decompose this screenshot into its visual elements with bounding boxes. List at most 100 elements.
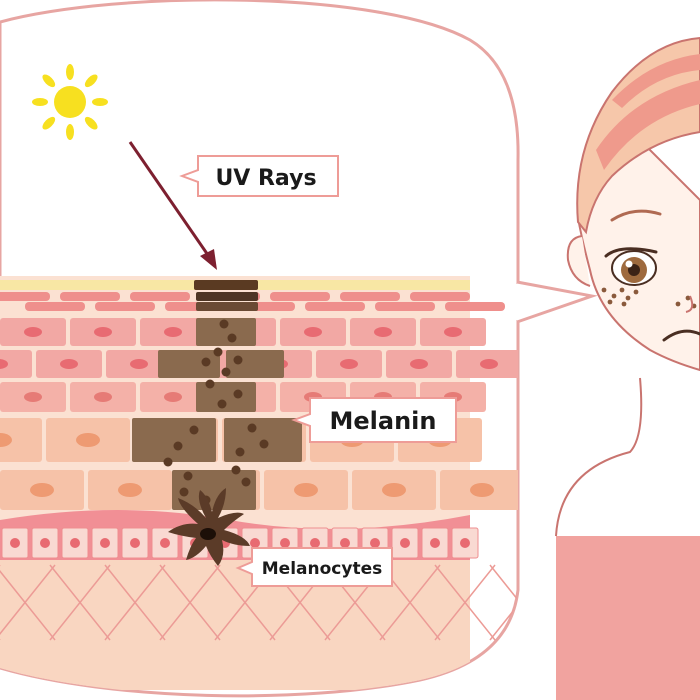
sun-ray	[32, 98, 48, 106]
cell-nucleus	[164, 392, 182, 402]
basal-nucleus	[340, 538, 350, 548]
cell-nucleus	[0, 359, 8, 369]
cell-nucleus	[470, 483, 494, 497]
freckle	[621, 301, 627, 307]
melanin-granule	[189, 425, 199, 435]
dermis-fiber	[489, 564, 519, 641]
cell-nucleus	[24, 392, 42, 402]
skin-cross-section	[0, 276, 519, 690]
melanin-granule	[173, 441, 183, 451]
corneum-cell	[445, 302, 505, 311]
cell-nucleus	[0, 433, 12, 447]
melanin-cell	[196, 292, 258, 301]
melanin-cell	[196, 318, 256, 346]
basal-nucleus	[400, 538, 410, 548]
corneum-cell	[375, 302, 435, 311]
freckle	[611, 293, 617, 299]
uv-rays-callout: UV Rays	[179, 155, 339, 197]
corneum-cell	[0, 292, 50, 301]
corneum-cell	[25, 302, 85, 311]
cell-nucleus	[24, 327, 42, 337]
cell-nucleus	[130, 359, 148, 369]
cell-nucleus	[480, 359, 498, 369]
melanin-granule	[233, 389, 243, 399]
melanin-granule	[213, 347, 223, 357]
sun-ray	[92, 98, 108, 106]
dermis-fiber	[434, 564, 496, 641]
basal-nucleus	[40, 538, 50, 548]
basal-nucleus	[70, 538, 80, 548]
basal-nucleus	[160, 538, 170, 548]
cell-nucleus	[94, 392, 112, 402]
cell-nucleus	[410, 359, 428, 369]
melanin-label: Melanin	[330, 407, 437, 435]
freckle	[675, 301, 681, 307]
corneum-cell	[410, 292, 470, 301]
melanin-granule	[163, 457, 173, 467]
uv-arrow-icon	[128, 141, 217, 270]
eyebrow	[610, 209, 662, 222]
melanin-cell	[172, 470, 256, 510]
basal-nucleus	[130, 538, 140, 548]
melanin-cell	[196, 302, 258, 311]
melanin-granule	[179, 487, 189, 497]
bubble-pointer	[516, 280, 598, 324]
melanin-cell	[194, 280, 258, 290]
basal-nucleus	[460, 538, 470, 548]
epidermis-cell	[0, 350, 32, 378]
corneum-cell	[95, 302, 155, 311]
basal-nucleus	[280, 538, 290, 548]
shirt	[556, 536, 700, 700]
melanin-granule	[233, 355, 243, 365]
dermis-fiber	[159, 564, 221, 641]
freckle	[633, 289, 639, 295]
eye-icon	[604, 247, 658, 286]
basal-nucleus	[370, 538, 380, 548]
melanin-granule	[241, 477, 251, 487]
cell-nucleus	[294, 483, 318, 497]
melanin-granule	[231, 465, 241, 475]
melanocyte-icon	[168, 488, 250, 566]
basal-nucleus	[100, 538, 110, 548]
corneum-cell	[270, 292, 330, 301]
sun-ray	[42, 74, 56, 88]
basal-nucleus	[10, 538, 20, 548]
freckles	[601, 287, 697, 309]
corneum-cell	[130, 292, 190, 301]
melanin-granule	[221, 367, 231, 377]
melanin-cell	[226, 350, 284, 378]
sun-ray	[42, 116, 56, 130]
melanocytes-label: Melanocytes	[262, 559, 382, 579]
corneum-cell	[305, 302, 365, 311]
melanocyte-nucleus	[200, 528, 216, 540]
sun-ray	[66, 64, 74, 80]
melanin-cell	[196, 382, 256, 412]
melanocytes-callout: Melanocytes	[235, 547, 393, 587]
sun-ray	[66, 124, 74, 140]
sun-icon	[32, 64, 108, 140]
sun-ray	[84, 116, 98, 130]
cell-nucleus	[118, 483, 142, 497]
freckle	[685, 295, 691, 301]
dermis-fiber	[379, 564, 441, 641]
melanin-granule	[217, 399, 227, 409]
freckle	[601, 287, 607, 293]
basal-nucleus	[430, 538, 440, 548]
uv-rays-label: UV Rays	[215, 166, 316, 191]
melanin-granule	[205, 379, 215, 389]
cell-nucleus	[374, 327, 392, 337]
dermis-fiber	[0, 564, 56, 641]
melanin-cell	[132, 418, 216, 462]
melanin-granule	[219, 319, 229, 329]
cell-nucleus	[76, 433, 100, 447]
cell-nucleus	[382, 483, 406, 497]
face-illustration	[555, 36, 700, 700]
sun-ray	[84, 74, 98, 88]
corneum-cell	[60, 292, 120, 301]
basal-nucleus	[310, 538, 320, 548]
freckle	[619, 287, 625, 293]
cell-nucleus	[30, 483, 54, 497]
cell-nucleus	[340, 359, 358, 369]
melanin-cell	[158, 350, 220, 378]
